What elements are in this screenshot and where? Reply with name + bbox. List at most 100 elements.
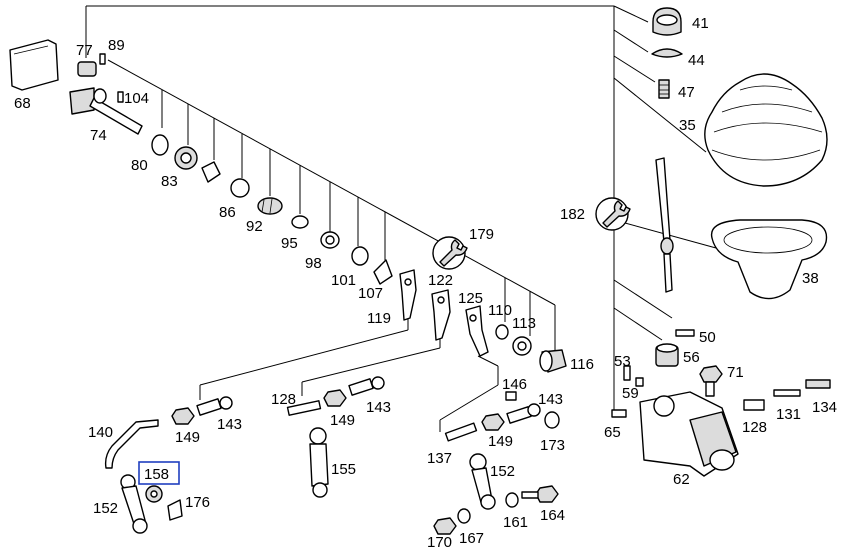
part-116-bushing <box>539 349 567 373</box>
part-label[interactable]: 104 <box>124 90 149 107</box>
part-label[interactable]: 176 <box>185 494 210 511</box>
part-149-nut-a <box>171 407 195 425</box>
part-label[interactable]: 59 <box>622 385 639 402</box>
part-label[interactable]: 155 <box>331 461 356 478</box>
part-38-console <box>710 219 828 300</box>
part-label[interactable]: 137 <box>427 450 452 467</box>
part-label[interactable]: 68 <box>14 95 31 112</box>
wrench-icon <box>432 236 468 270</box>
part-label[interactable]: 47 <box>678 84 695 101</box>
part-152-link-left <box>120 474 148 534</box>
part-label[interactable]: 116 <box>570 356 594 373</box>
part-label[interactable]: 92 <box>246 218 263 235</box>
part-label[interactable]: 158 <box>144 466 169 483</box>
part-143-joint-b <box>348 376 385 396</box>
wrench-icon <box>595 197 631 231</box>
part-label[interactable]: 143 <box>217 416 242 433</box>
part-119-lever <box>399 269 417 321</box>
part-label[interactable]: 86 <box>219 204 236 221</box>
part-140-rod <box>104 419 159 469</box>
part-label[interactable]: 179 <box>469 226 494 243</box>
part-label[interactable]: 44 <box>688 52 705 69</box>
part-65-bolt <box>611 409 627 418</box>
part-152-link-right <box>469 453 496 510</box>
part-155-link <box>309 427 329 498</box>
part-143-joint-c <box>506 403 541 424</box>
part-label[interactable]: 131 <box>776 406 801 423</box>
part-label[interactable]: 173 <box>540 437 565 454</box>
part-89-pin <box>99 53 106 65</box>
part-label[interactable]: 95 <box>281 235 298 252</box>
part-label[interactable]: 167 <box>459 530 484 547</box>
part-label[interactable]: 128 <box>271 391 296 408</box>
part-label[interactable]: 101 <box>331 272 356 289</box>
part-label[interactable]: 164 <box>540 507 565 524</box>
part-label[interactable]: 143 <box>538 391 563 408</box>
part-label[interactable]: 107 <box>358 285 383 302</box>
part-161-washer <box>505 492 519 508</box>
part-label[interactable]: 113 <box>512 315 536 332</box>
part-149-nut-b <box>323 389 347 407</box>
part-label[interactable]: 62 <box>673 471 690 488</box>
part-label[interactable]: 149 <box>488 433 513 450</box>
part-label[interactable]: 125 <box>458 290 483 307</box>
part-label[interactable]: 38 <box>802 270 819 287</box>
part-158-bushing <box>145 485 163 503</box>
part-label[interactable]: 56 <box>683 349 700 366</box>
part-label[interactable]: 53 <box>614 353 631 370</box>
part-label[interactable]: 140 <box>88 424 113 441</box>
part-label[interactable]: 50 <box>699 329 716 346</box>
part-125-lever <box>465 305 489 357</box>
part-label[interactable]: 182 <box>560 206 585 223</box>
part-label[interactable]: 80 <box>131 157 148 174</box>
part-167-washer <box>457 508 471 524</box>
part-95-spring <box>291 215 309 229</box>
part-101-ring <box>351 246 369 266</box>
part-label[interactable]: 119 <box>367 310 391 327</box>
part-label[interactable]: 143 <box>366 399 391 416</box>
part-label[interactable]: 41 <box>692 15 709 32</box>
part-92-spring <box>257 197 283 215</box>
part-35-boot <box>704 73 828 187</box>
part-label[interactable]: 128 <box>742 419 767 436</box>
part-label[interactable]: 77 <box>76 42 93 59</box>
part-83-bushing <box>174 146 198 170</box>
part-label[interactable]: 161 <box>503 514 528 531</box>
part-107-plate <box>373 259 393 285</box>
part-label[interactable]: 71 <box>727 364 744 381</box>
part-label[interactable]: 149 <box>330 412 355 429</box>
part-149-nut-c <box>481 413 505 431</box>
part-56-bushing <box>655 343 679 367</box>
part-label[interactable]: 74 <box>90 127 107 144</box>
part-170-nut <box>433 517 457 535</box>
part-110-washer <box>495 324 509 340</box>
part-176-clip <box>167 499 183 521</box>
part-104-pin <box>117 91 124 103</box>
part-label[interactable]: 149 <box>175 429 200 446</box>
part-label[interactable]: 110 <box>488 302 512 319</box>
part-59-plug <box>635 377 644 387</box>
part-label[interactable]: 65 <box>604 424 621 441</box>
part-68-cover <box>9 39 59 91</box>
part-122-lever <box>431 289 451 341</box>
part-label[interactable]: 152 <box>490 463 515 480</box>
part-62-housing <box>639 391 739 477</box>
part-label[interactable]: 146 <box>502 376 527 393</box>
part-ring-a <box>230 178 250 198</box>
part-label[interactable]: 122 <box>428 272 453 289</box>
part-label[interactable]: 83 <box>161 173 178 190</box>
highlight-box <box>138 461 180 485</box>
part-label[interactable]: 89 <box>108 37 125 54</box>
part-134-spring <box>805 379 831 389</box>
part-label[interactable]: 152 <box>93 500 118 517</box>
part-146-bolt <box>505 391 517 401</box>
part-173-ring <box>544 411 560 429</box>
part-label[interactable]: 35 <box>679 117 696 134</box>
part-77-bushing <box>77 61 97 77</box>
part-label[interactable]: 170 <box>427 534 452 551</box>
part-label[interactable]: 134 <box>812 399 837 416</box>
part-label[interactable]: 98 <box>305 255 322 272</box>
part-113-washer <box>512 336 532 356</box>
